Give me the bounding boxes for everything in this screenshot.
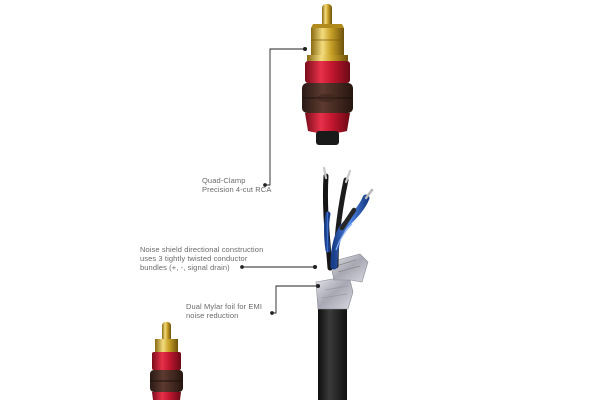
callout-noise-shield-line2: uses 3 tightly twisted conductor [140,254,248,263]
callout-quad-clamp-line1: Quad-Clamp [202,176,246,185]
cable-cutaway [315,166,374,400]
rca-connector-top [302,4,353,145]
callout-line-foil [270,283,321,315]
callout-dual-foil-line1: Dual Mylar foil for EMI [186,302,263,311]
callout-noise-shield: Noise shield directional construction us… [140,245,263,272]
rca-connector-bottom [150,322,183,400]
callout-noise-shield-line3: bundles (+, -, signal drain) [140,263,230,272]
callout-line-shield [240,264,318,270]
callout-noise-shield-line1: Noise shield directional construction [140,245,264,254]
callout-dual-foil: Dual Mylar foil for EMI noise reduction [186,302,262,320]
callout-dual-foil-line2: noise reduction [186,311,239,320]
callout-quad-clamp: Quad-Clamp Precision 4-cut RCA [202,176,271,194]
callout-line-rca [263,46,308,187]
callout-quad-clamp-line2: Precision 4-cut RCA [202,185,272,194]
